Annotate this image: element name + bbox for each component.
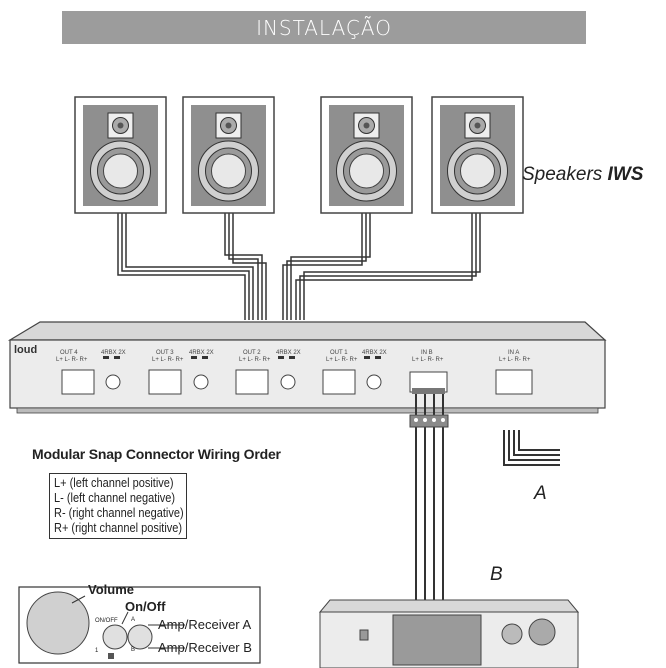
wiring-line: L+ (left channel positive) [54,476,174,490]
in-b-label: IN B [421,350,433,356]
input-a-cables [503,430,560,466]
amplifier-unit [7,321,607,414]
speaker-1 [74,96,167,214]
switch-b-label: B [131,647,136,653]
out-1-pins: L+ L- R- R+ [326,357,358,363]
out-4-switch: 4RBX 2X [101,350,126,356]
out-1-switch: 4RBX 2X [362,350,387,356]
out-3-label: OUT 3 [156,350,174,356]
amplifier-brand: loud [14,344,38,356]
wiring-line: R- (right channel negative) [54,506,184,520]
page-title-banner: INSTALAÇÃO [62,11,586,44]
label-a: A [534,483,547,504]
wiring-line: R+ (right channel positive) [54,521,183,535]
volume-control-panel [18,586,261,664]
label-b: B [490,564,503,585]
out-4-pins: L+ L- R- R+ [56,357,88,363]
switch-a-label: A [131,617,136,623]
page-title: INSTALAÇÃO [256,15,392,40]
out-2-label: OUT 2 [243,350,261,356]
speakers-model: IWS [607,164,644,185]
wiring-line: L- (left channel negative) [54,491,176,505]
out-3-pins: L+ L- R- R+ [152,357,184,363]
onoff-label: On/Off [125,599,166,614]
out-4-label: OUT 4 [60,350,78,356]
out-1-label: OUT 1 [330,350,348,356]
input-b-cables [415,394,444,600]
speaker-2 [182,96,275,214]
onoff-small-label: ON/OFF [95,618,118,624]
out-3-switch: 4RBX 2X [189,350,214,356]
out-2-switch: 4RBX 2X [276,350,301,356]
in-a-label: IN A [508,350,520,356]
speakers-label-prefix: Speakers [522,164,608,185]
amp-receiver-a-label: Amp/Receiver A [158,617,252,632]
key-1-label: 1 [95,648,99,654]
wiring-order-title: Modular Snap Connector Wiring Order [32,446,281,462]
speaker-cables [117,213,481,320]
in-b-pins: L+ L- R- R+ [412,357,444,363]
receiver-b [318,599,580,668]
speaker-4 [431,96,524,214]
speakers-label: Speakers IWS [522,164,643,186]
snap-connector-plug [409,414,449,428]
in-a-pins: L+ L- R- R+ [499,357,531,363]
out-2-pins: L+ L- R- R+ [239,357,271,363]
wiring-order-box: L+ (left channel positive) L- (left chan… [49,473,187,539]
speaker-3 [320,96,413,214]
amp-receiver-b-label: Amp/Receiver B [158,640,252,655]
volume-label: Volume [88,582,134,597]
